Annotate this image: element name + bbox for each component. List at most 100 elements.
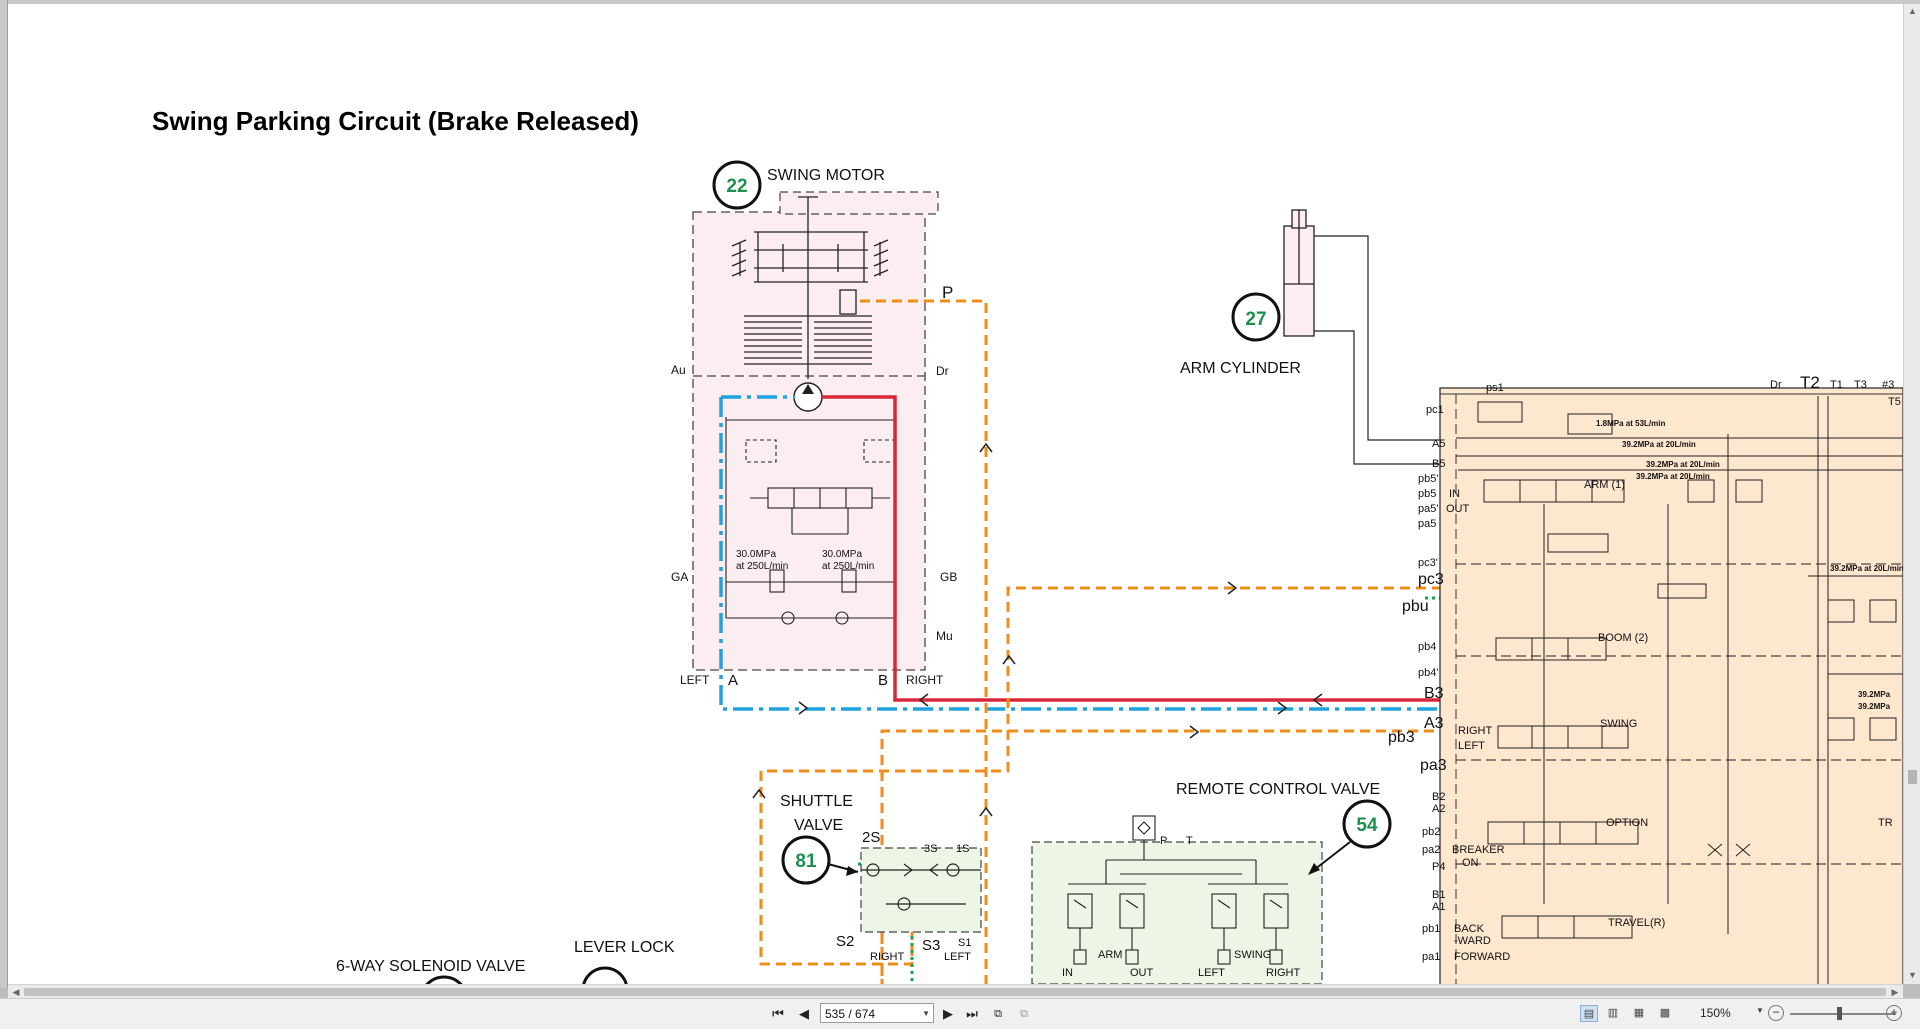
cv-right: RIGHT (1458, 725, 1493, 737)
continuous-page-icon: ▥ (1607, 1007, 1619, 1019)
cv-pc3p: pc3' (1418, 557, 1438, 569)
arm-cylinder-label: ARM CYLINDER (1180, 360, 1301, 377)
port-dr-label: Dr (936, 364, 949, 378)
page-dropdown-icon[interactable]: ▼ (922, 1009, 930, 1018)
remote-control-valve-body (1031, 841, 1323, 984)
cv-spec-1: 1.8MPa at 53L/min (1596, 419, 1665, 428)
port-au-label: Au (671, 363, 686, 377)
rcv-badge (1342, 799, 1392, 849)
vertical-scroll-thumb[interactable] (1908, 770, 1917, 784)
rcv-right: RIGHT (1266, 967, 1301, 979)
cv-boom2: BOOM (2) (1598, 632, 1648, 644)
cv-ps1: ps1 (1486, 382, 1504, 394)
solenoid-valve-badge (425, 975, 463, 984)
swing-motor-housing (692, 211, 926, 671)
horizontal-scrollbar[interactable]: ◀ ▶ (8, 984, 1903, 999)
swing-motor-label: SWING MOTOR (767, 167, 885, 184)
rcv-label: REMOTE CONTROL VALVE (1176, 781, 1380, 798)
last-page-button[interactable]: ⏭ (962, 1004, 982, 1024)
cv-spec-6: 39.2MPa (1858, 690, 1891, 699)
cv-t5: T5 (1888, 396, 1901, 408)
horizontal-scroll-thumb[interactable] (24, 988, 1886, 996)
cv-spec-7: 39.2MPa (1858, 702, 1891, 711)
fit-page-button[interactable]: ⧉ (988, 1004, 1008, 1024)
fit-width-icon: ⧉ (1020, 1008, 1028, 1020)
control-valve-internals (1456, 396, 1903, 984)
rcv-in: IN (1062, 967, 1073, 979)
shuttle-left: LEFT (944, 951, 971, 963)
cv-b1: B1 (1432, 889, 1445, 901)
previous-page-icon: ◀ (799, 1006, 809, 1021)
swing-motor-number: 22 (726, 176, 747, 197)
cv-a2: A2 (1432, 803, 1445, 815)
motor-left-label: LEFT (680, 673, 710, 687)
flow-arrows (752, 442, 1801, 817)
next-page-button[interactable]: ▶ (938, 1004, 958, 1024)
cv-pa5: pa5 (1418, 518, 1436, 530)
zoom-out-icon: − (1772, 1005, 1780, 1019)
cv-travel: TRAVEL(R) (1608, 917, 1665, 929)
single-page-view-button[interactable]: ▤ (1580, 1005, 1598, 1022)
status-bar: ⏮ ◀ 535 / 674 ▼ ▶ ⏭ ⧉ ⧉ ▤ ▥ ▦ ▩ 150% ▼ −… (0, 998, 1920, 1029)
port-mu-label: Mu (936, 629, 953, 643)
scroll-left-icon[interactable]: ◀ (12, 987, 20, 997)
vertical-scrollbar[interactable]: ▲ ▼ (1903, 4, 1920, 984)
cv-b2: B2 (1432, 791, 1445, 803)
rcv-port-p: P (1160, 835, 1167, 847)
cv-pb1: pb1 (1422, 923, 1440, 935)
scroll-down-icon[interactable]: ▼ (1908, 970, 1917, 980)
cv-in: IN (1449, 488, 1460, 500)
shuttle-valve-number: 81 (795, 851, 817, 872)
shuttle-valve-label-2: VALVE (794, 817, 843, 834)
previous-page-button[interactable]: ◀ (794, 1004, 814, 1024)
solenoid-valve-label: 6-WAY SOLENOID VALVE (336, 958, 525, 975)
cv-pc3: pc3 (1418, 571, 1444, 588)
continuous-facing-view-button[interactable]: ▩ (1656, 1005, 1674, 1022)
zoom-slider-thumb[interactable] (1837, 1007, 1842, 1020)
scroll-right-icon[interactable]: ▶ (1891, 987, 1899, 997)
first-page-button[interactable]: ⏮ (768, 1004, 788, 1024)
shuttle-valve-label-1: SHUTTLE (780, 793, 853, 810)
cv-b5: B5 (1432, 458, 1445, 470)
cv-pb3: pb3 (1388, 729, 1415, 746)
continuous-view-button[interactable]: ▥ (1604, 1005, 1622, 1022)
cv-pa1: pa1 (1422, 951, 1440, 963)
cv-spec-4: 39.2MPa at 20L/min (1636, 472, 1710, 481)
shuttle-port-2s: 2S (862, 829, 880, 846)
rcv-out: OUT (1130, 967, 1154, 979)
zoom-out-button[interactable]: − (1768, 1005, 1784, 1021)
port-gb-label: GB (940, 570, 957, 584)
single-page-icon: ▤ (1583, 1008, 1595, 1020)
zoom-dropdown-icon[interactable]: ▼ (1756, 1006, 1764, 1015)
port-p-label: P (942, 283, 953, 302)
cv-a1: A1 (1432, 901, 1445, 913)
scroll-up-icon[interactable]: ▲ (1908, 6, 1917, 16)
cv-breaker: BREAKER (1452, 844, 1505, 856)
cv-backward: -WARD (1454, 935, 1491, 947)
document-page: Swing Parking Circuit (Brake Released) (8, 4, 1903, 984)
cv-a3: A3 (1424, 715, 1444, 732)
gearbox-symbol (731, 196, 889, 379)
rcv-port-t: T (1186, 835, 1193, 847)
zoom-level[interactable]: 150% (1700, 1006, 1731, 1020)
page-number-field[interactable]: 535 / 674 ▼ (820, 1003, 934, 1023)
cv-left: LEFT (1458, 740, 1485, 752)
shuttle-port-s1: S1 (958, 937, 971, 949)
relief-right-spec-1: 30.0MPa (822, 549, 862, 560)
rcv-left: LEFT (1198, 967, 1225, 979)
cv-h3: #3 (1882, 379, 1894, 391)
next-page-icon: ▶ (943, 1006, 953, 1021)
zoom-in-button[interactable]: + (1886, 1005, 1902, 1021)
port-a-label: A (728, 672, 738, 689)
cv-t1: T1 (1830, 379, 1843, 391)
relief-right-spec-2: at 250L/min (822, 561, 874, 572)
lever-lock-number: Y2 (595, 983, 615, 984)
fit-width-button[interactable]: ⧉ (1014, 1004, 1034, 1024)
relief-left-spec-1: 30.0MPa (736, 549, 776, 560)
port-b-label: B (878, 672, 888, 689)
shuttle-port-3s: 3S (924, 843, 937, 855)
lever-lock-badge (582, 966, 628, 984)
facing-view-button[interactable]: ▦ (1630, 1005, 1648, 1022)
zoom-slider-track[interactable] (1790, 1013, 1896, 1015)
facing-pages-icon: ▦ (1633, 1007, 1645, 1019)
